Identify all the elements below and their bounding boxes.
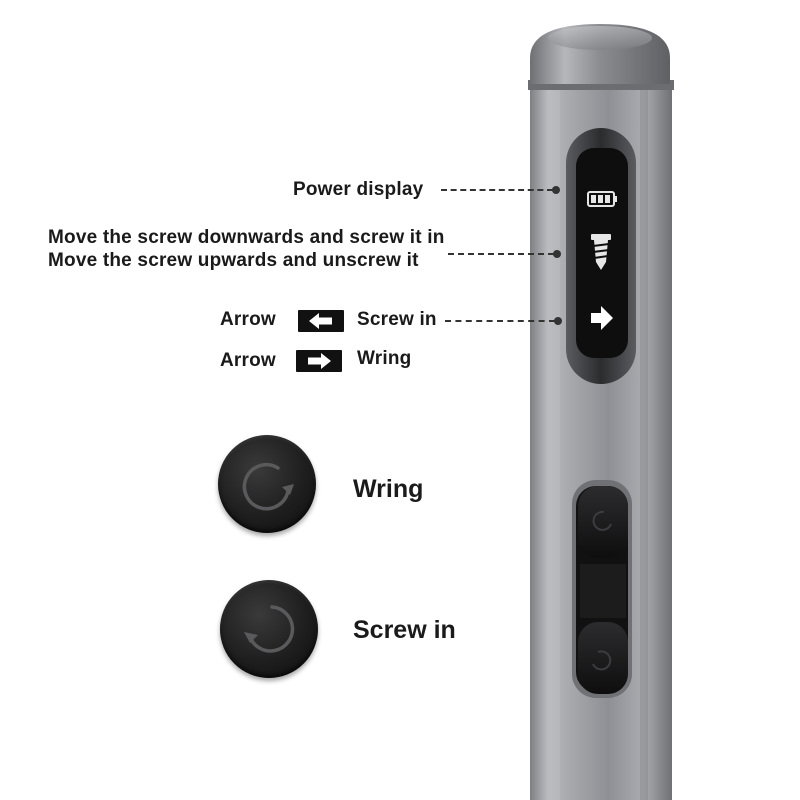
slide-button-bottom[interactable]: [578, 622, 628, 694]
arrow-leader: [445, 320, 555, 322]
rotate-cw-icon: [244, 605, 295, 653]
arrow-leader-dot: [554, 317, 562, 325]
arrow-right-symbol: [296, 350, 342, 372]
arrow-right-meaning: Wring: [357, 348, 412, 369]
arrow-left-symbol: [298, 310, 344, 332]
arrow-left-icon: [309, 313, 332, 329]
battery-icon: [587, 191, 617, 207]
wring-button[interactable]: [218, 435, 316, 533]
arrow-left-prefix: Arrow: [220, 309, 276, 330]
arrow-right-icon: [591, 306, 613, 330]
screw-in-button[interactable]: [220, 580, 318, 678]
screw-direction-line2: Move the screw upwards and unscrew it: [48, 250, 419, 271]
rotate-ccw-icon: [242, 462, 294, 511]
screw-direction-line1: Move the screw downwards and screw it in: [48, 227, 445, 248]
arrow-right-icon: [308, 353, 331, 369]
arrow-right-prefix: Arrow: [220, 350, 276, 371]
arrow-left-meaning: Screw in: [357, 309, 437, 330]
screw-in-button-label: Screw in: [353, 616, 456, 644]
cap-ring: [528, 80, 674, 90]
power-display-leader-dot: [552, 186, 560, 194]
screw-direction-leader: [448, 253, 554, 255]
slide-button-top[interactable]: [578, 486, 628, 558]
screw-direction-leader-dot: [553, 250, 561, 258]
wring-button-label: Wring: [353, 475, 424, 503]
power-display-leader: [441, 189, 553, 191]
power-display-label: Power display: [293, 179, 424, 200]
screw-icon: [591, 234, 611, 270]
